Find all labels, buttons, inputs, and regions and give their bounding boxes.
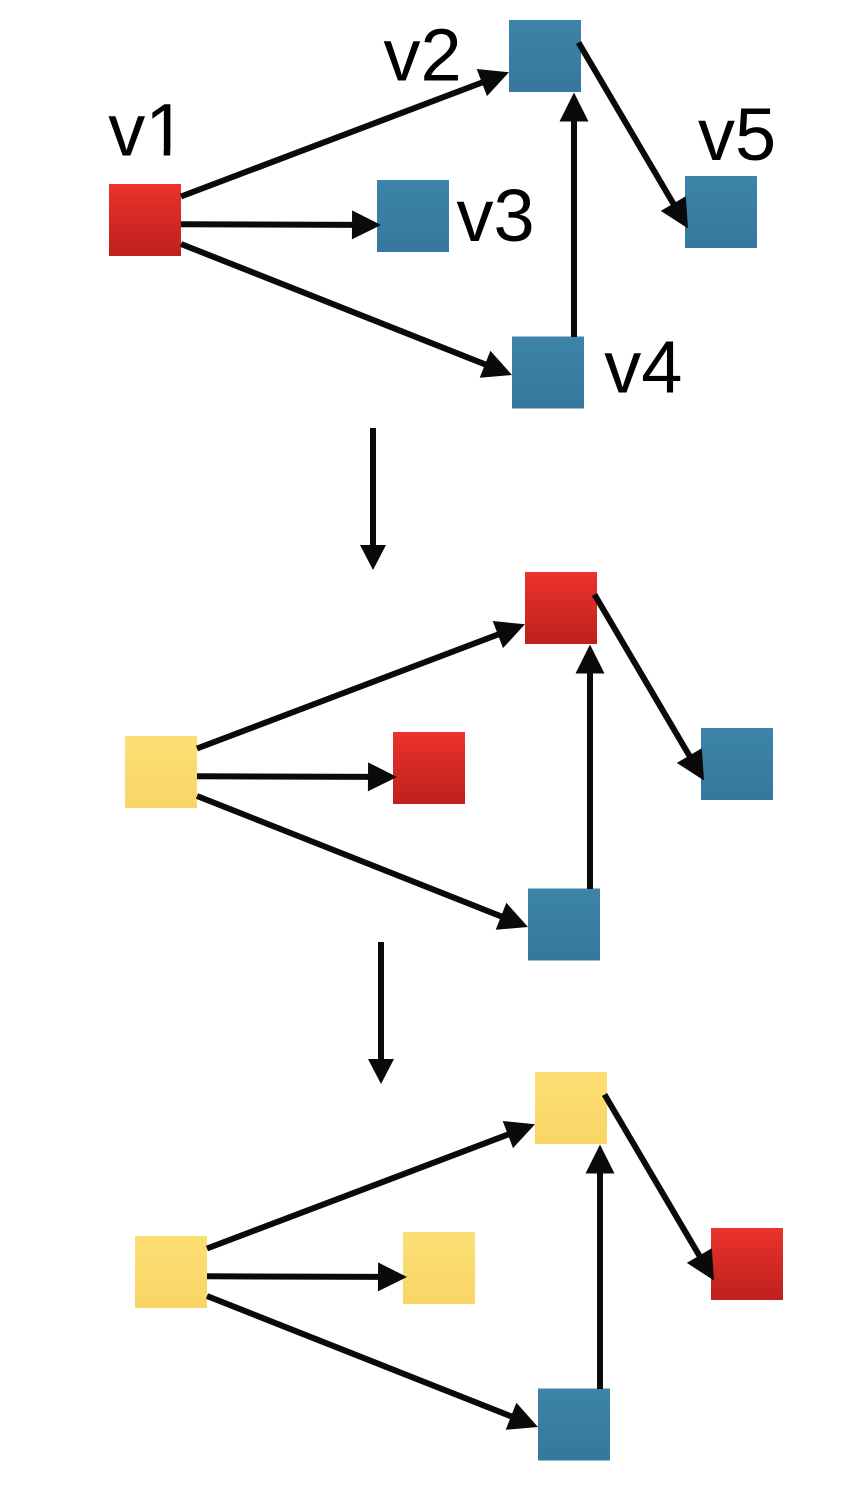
svg-text:v2: v2 xyxy=(384,13,462,96)
svg-text:v1: v1 xyxy=(108,89,186,172)
svg-text:v5: v5 xyxy=(698,93,776,176)
svg-text:v4: v4 xyxy=(604,326,682,409)
svg-text:v3: v3 xyxy=(457,174,535,257)
